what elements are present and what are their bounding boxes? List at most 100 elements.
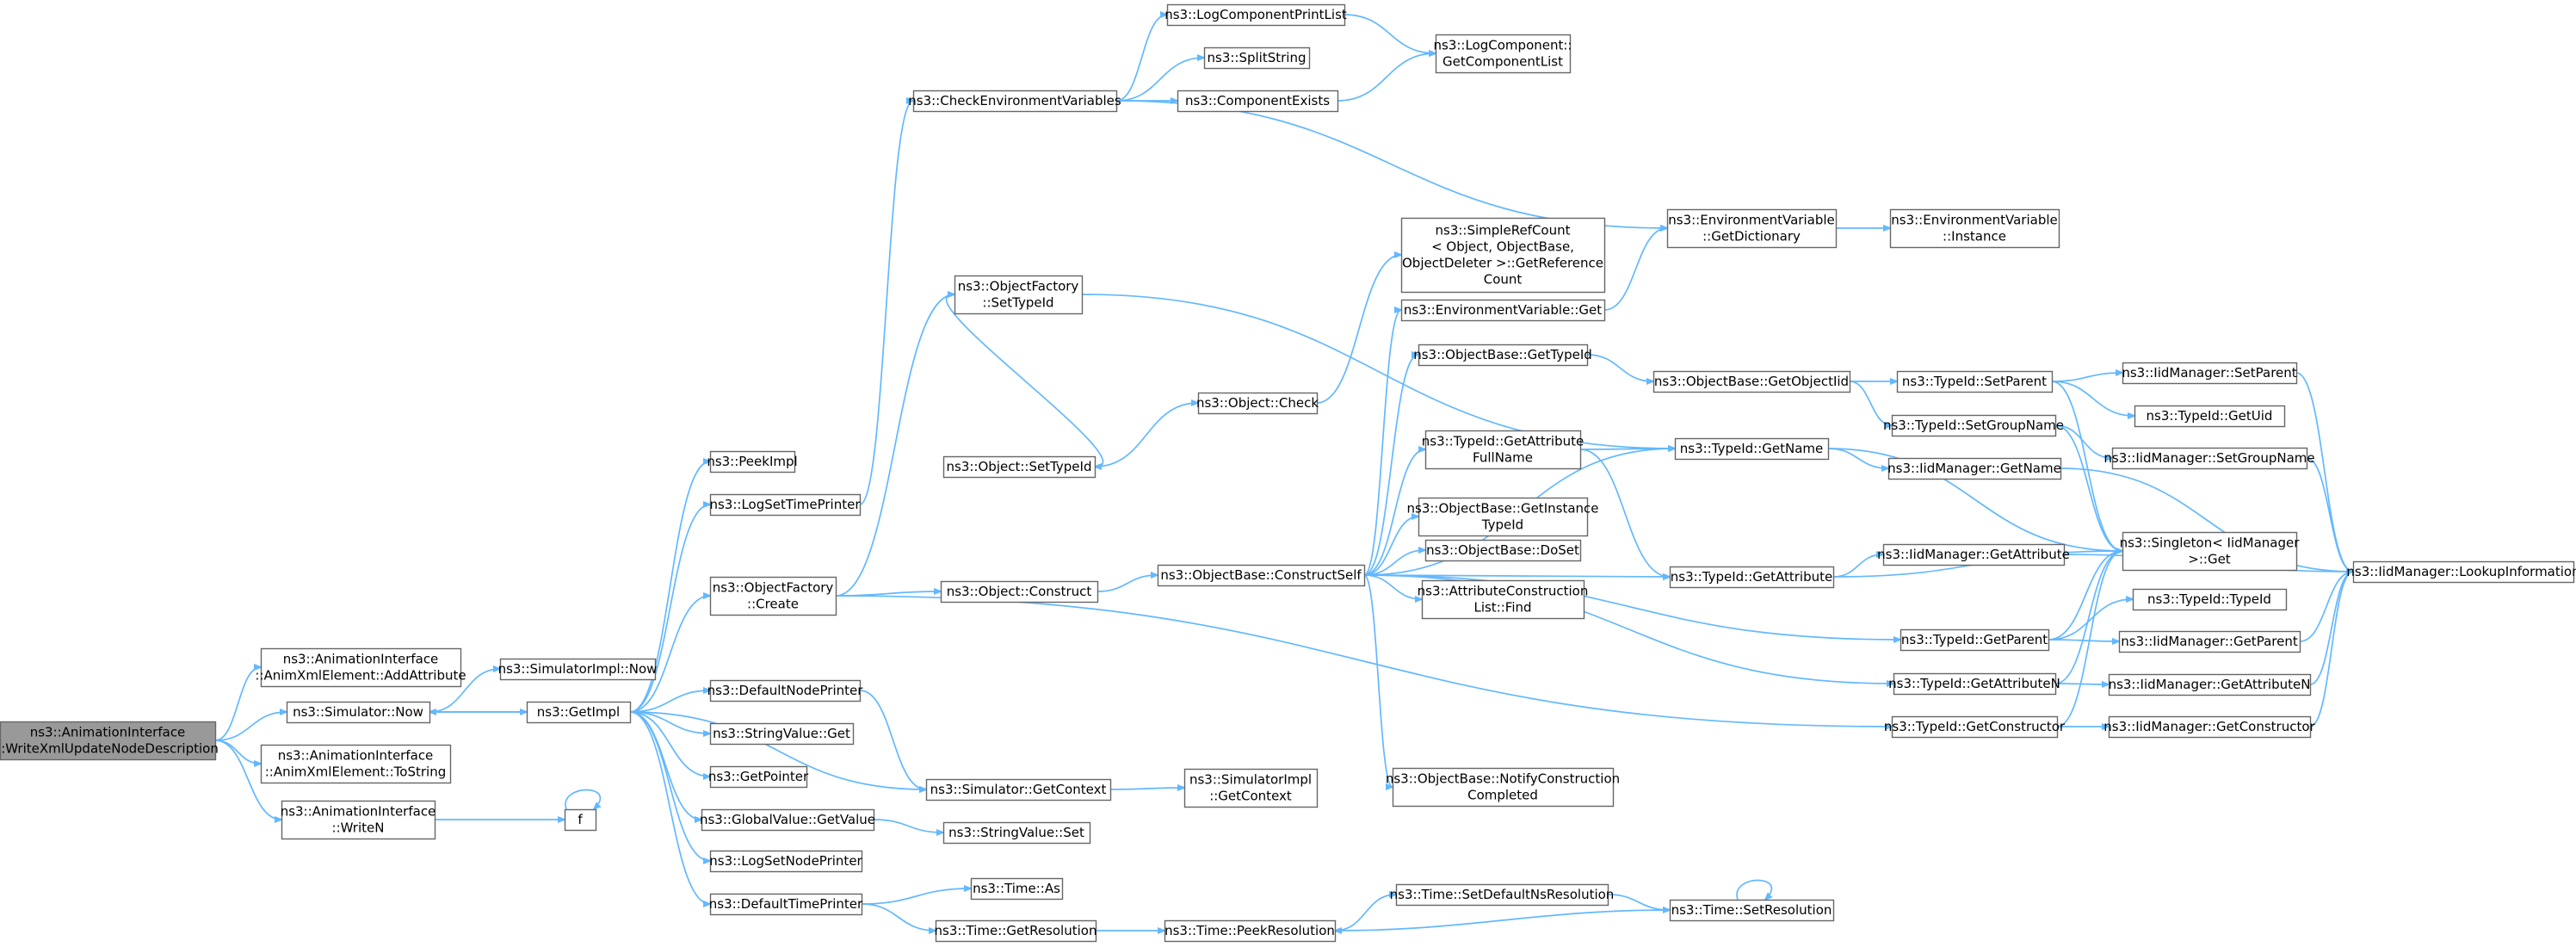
node-time-as[interactable]: ns3::Time::As bbox=[970, 877, 1064, 901]
node-type-id-get-attribute-n[interactable]: ns3::TypeId::GetAttributeN bbox=[1888, 672, 2060, 696]
node-type-id-get-attribute[interactable]: ns3::TypeId::GetAttribute bbox=[1669, 566, 1835, 589]
edge-time-set-resolution-to-time-set-resolution bbox=[1736, 879, 1771, 901]
node-type-id-type-id[interactable]: ns3::TypeId::TypeId bbox=[2132, 588, 2288, 611]
node-iid-set-group-name[interactable]: ns3::IidManager::SetGroupName bbox=[2103, 447, 2315, 470]
node-time-set-resolution[interactable]: ns3::Time::SetResolution bbox=[1669, 899, 1835, 922]
node-simple-ref-count[interactable]: ns3::SimpleRefCount< Object, ObjectBase,… bbox=[1400, 217, 1606, 294]
node-box bbox=[701, 808, 875, 832]
node-obj-construct[interactable]: ns3::Object::Construct bbox=[940, 580, 1099, 603]
node-log-set-node-printer[interactable]: ns3::LogSetNodePrinter bbox=[709, 850, 863, 873]
node-ob-get-object-iid[interactable]: ns3::ObjectBase::GetObjectIid bbox=[1652, 370, 1851, 393]
node-get-pointer[interactable]: ns3::GetPointer bbox=[708, 765, 809, 789]
node-ob-construct-self[interactable]: ns3::ObjectBase::ConstructSelf bbox=[1157, 564, 1366, 587]
node-time-get-resolution[interactable]: ns3::Time::GetResolution bbox=[935, 919, 1097, 943]
node-label-line: ns3::Time::PeekResolution bbox=[1164, 923, 1335, 938]
node-of-create[interactable]: ns3::ObjectFactory::Create bbox=[709, 576, 837, 616]
node-type-id-get-constructor[interactable]: ns3::TypeId::GetConstructor bbox=[1884, 715, 2066, 739]
node-box bbox=[709, 765, 808, 789]
edge-root-to-add-attribute bbox=[214, 667, 261, 741]
node-time-peek-resolution[interactable]: ns3::Time::PeekResolution bbox=[1164, 919, 1337, 943]
node-type-id-get-parent[interactable]: ns3::TypeId::GetParent bbox=[1900, 628, 2050, 652]
node-sim-get-context[interactable]: ns3::Simulator::GetContext bbox=[925, 778, 1112, 802]
node-split-string[interactable]: ns3::SplitString bbox=[1203, 46, 1311, 70]
node-env-var-get[interactable]: ns3::EnvironmentVariable::Get bbox=[1400, 299, 1606, 322]
node-string-value-set[interactable]: ns3::StringValue::Set bbox=[942, 821, 1091, 845]
node-string-value-get[interactable]: ns3::StringValue::Get bbox=[709, 722, 855, 746]
node-label-line: ns3::IidManager::GetAttributeN bbox=[2109, 677, 2311, 692]
node-label-line: f bbox=[578, 812, 583, 827]
node-peek-impl[interactable]: ns3::PeekImpl bbox=[707, 450, 798, 474]
node-box bbox=[1203, 46, 1311, 70]
node-log-set-time-printer[interactable]: ns3::LogSetTimePrinter bbox=[709, 493, 861, 517]
edge-root-to-sim-now bbox=[214, 712, 287, 741]
node-iid-get-attribute[interactable]: ns3::IidManager::GetAttribute bbox=[1877, 543, 2070, 566]
node-type-id-get-uid[interactable]: ns3::TypeId::GetUid bbox=[2134, 405, 2286, 428]
node-singleton-get[interactable]: ns3::Singleton< IidManager >::Get bbox=[2120, 531, 2301, 572]
node-log-comp-get-list[interactable]: ns3::LogComponent::GetComponentList bbox=[1434, 34, 1572, 74]
node-f[interactable]: f bbox=[564, 808, 597, 832]
node-iid-set-parent[interactable]: ns3::IidManager::SetParent bbox=[2122, 362, 2298, 385]
node-of-set-type-id[interactable]: ns3::ObjectFactory::SetTypeId bbox=[954, 275, 1084, 315]
node-default-time-printer[interactable]: ns3::DefaultTimePrinter bbox=[709, 893, 863, 916]
edge-of-create-to-of-set-type-id bbox=[835, 294, 954, 597]
node-iid-lookup-information[interactable]: ns3::IidManager::LookupInformation bbox=[2346, 560, 2576, 584]
node-global-value-get-value[interactable]: ns3::GlobalValue::GetValue bbox=[700, 808, 875, 832]
node-component-exists[interactable]: ns3::ComponentExists bbox=[1177, 90, 1339, 113]
node-ob-do-set[interactable]: ns3::ObjectBase::DoSet bbox=[1424, 539, 1582, 562]
node-type-id-set-group-name[interactable]: ns3::TypeId::SetGroupName bbox=[1883, 414, 2064, 437]
node-label-line: ::GetDictionary bbox=[1702, 229, 1801, 244]
node-root[interactable]: ns3::AnimationInterface::WriteXmlUpdateN… bbox=[0, 721, 219, 761]
node-obj-set-type-id[interactable]: ns3::Object::SetTypeId bbox=[942, 455, 1096, 479]
node-ob-notify-construction-completed[interactable]: ns3::ObjectBase::NotifyConstructionCompl… bbox=[1386, 767, 1620, 808]
node-label-line: ns3::ObjectBase::GetInstance bbox=[1407, 501, 1599, 517]
node-label-line: ns3::StringValue::Set bbox=[948, 825, 1084, 840]
edge-type-id-get-attribute-to-iid-get-attribute bbox=[1832, 554, 1883, 578]
node-box bbox=[1435, 34, 1572, 74]
node-sim-now[interactable]: ns3::Simulator::Now bbox=[286, 701, 431, 724]
node-to-string[interactable]: ns3::AnimationInterface::AnimXmlElement:… bbox=[260, 744, 452, 784]
node-iid-get-parent[interactable]: ns3::IidManager::GetParent bbox=[2118, 630, 2301, 653]
node-time-set-default-ns-resolution[interactable]: ns3::Time::SetDefaultNsResolution bbox=[1390, 883, 1615, 907]
edge-get-impl-to-of-create bbox=[629, 596, 710, 713]
node-ob-get-type-id[interactable]: ns3::ObjectBase::GetTypeId bbox=[1413, 344, 1592, 367]
edge-type-id-get-name-to-iid-get-name bbox=[1827, 448, 1888, 468]
node-type-id-get-name[interactable]: ns3::TypeId::GetName bbox=[1674, 437, 1830, 461]
node-write-n[interactable]: ns3::AnimationInterface::WriteN bbox=[281, 800, 436, 840]
node-box bbox=[1891, 715, 2059, 739]
node-sim-impl-now[interactable]: ns3::SimulatorImpl::Now bbox=[498, 658, 658, 681]
edge-env-var-get-to-env-var-get-dictionary bbox=[1603, 228, 1667, 311]
node-log-comp-print-list[interactable]: ns3::LogComponentPrintList bbox=[1164, 3, 1347, 27]
node-box bbox=[1395, 883, 1609, 907]
node-obj-check[interactable]: ns3::Object::Check bbox=[1196, 392, 1319, 415]
node-add-attribute[interactable]: ns3::AnimationInterface::AnimXmlElement:… bbox=[255, 647, 466, 688]
node-label-line: FullName bbox=[1473, 450, 1533, 466]
node-env-var-get-dictionary[interactable]: ns3::EnvironmentVariable::GetDictionary bbox=[1666, 208, 1838, 249]
node-get-impl[interactable]: ns3::GetImpl bbox=[526, 701, 632, 724]
node-iid-get-constructor[interactable]: ns3::IidManager::GetConstructor bbox=[2103, 715, 2316, 739]
node-label-line: ns3::LogSetTimePrinter bbox=[709, 497, 861, 512]
node-default-node-printer[interactable]: ns3::DefaultNodePrinter bbox=[707, 679, 864, 703]
node-label-line: ns3::StringValue::Get bbox=[713, 726, 850, 741]
node-type-id-set-parent[interactable]: ns3::TypeId::SetParent bbox=[1896, 370, 2054, 393]
node-iid-get-name[interactable]: ns3::IidManager::GetName bbox=[1887, 457, 2062, 480]
node-box bbox=[1674, 437, 1830, 461]
node-sim-impl-get-context[interactable]: ns3::SimulatorImpl::GetContext bbox=[1183, 768, 1319, 808]
node-box bbox=[499, 658, 657, 681]
node-check-env[interactable]: ns3::CheckEnvironmentVariables bbox=[908, 90, 1121, 113]
node-label-line: ns3::TypeId::GetName bbox=[1680, 441, 1823, 456]
edge-get-impl-to-peek-impl bbox=[629, 461, 710, 713]
node-label-line: ns3::ObjectFactory bbox=[713, 580, 834, 596]
edge-type-id-set-parent-to-type-id-get-uid bbox=[2051, 381, 2134, 416]
node-label-line: ns3::GlobalValue::GetValue bbox=[700, 812, 875, 827]
node-box bbox=[954, 275, 1084, 315]
node-env-var-instance[interactable]: ns3::EnvironmentVariable::Instance bbox=[1889, 208, 2060, 249]
edge-type-id-set-group-name-to-singleton-get bbox=[2054, 424, 2122, 551]
node-label-line: ::Instance bbox=[1943, 229, 2006, 244]
edge-default-node-printer-to-sim-get-context bbox=[859, 690, 926, 789]
edge-global-value-get-value-to-string-value-set bbox=[873, 819, 943, 832]
node-iid-get-attribute-n[interactable]: ns3::IidManager::GetAttributeN bbox=[2109, 673, 2312, 696]
node-label-line: < Object, ObjectBase, bbox=[1431, 239, 1574, 255]
